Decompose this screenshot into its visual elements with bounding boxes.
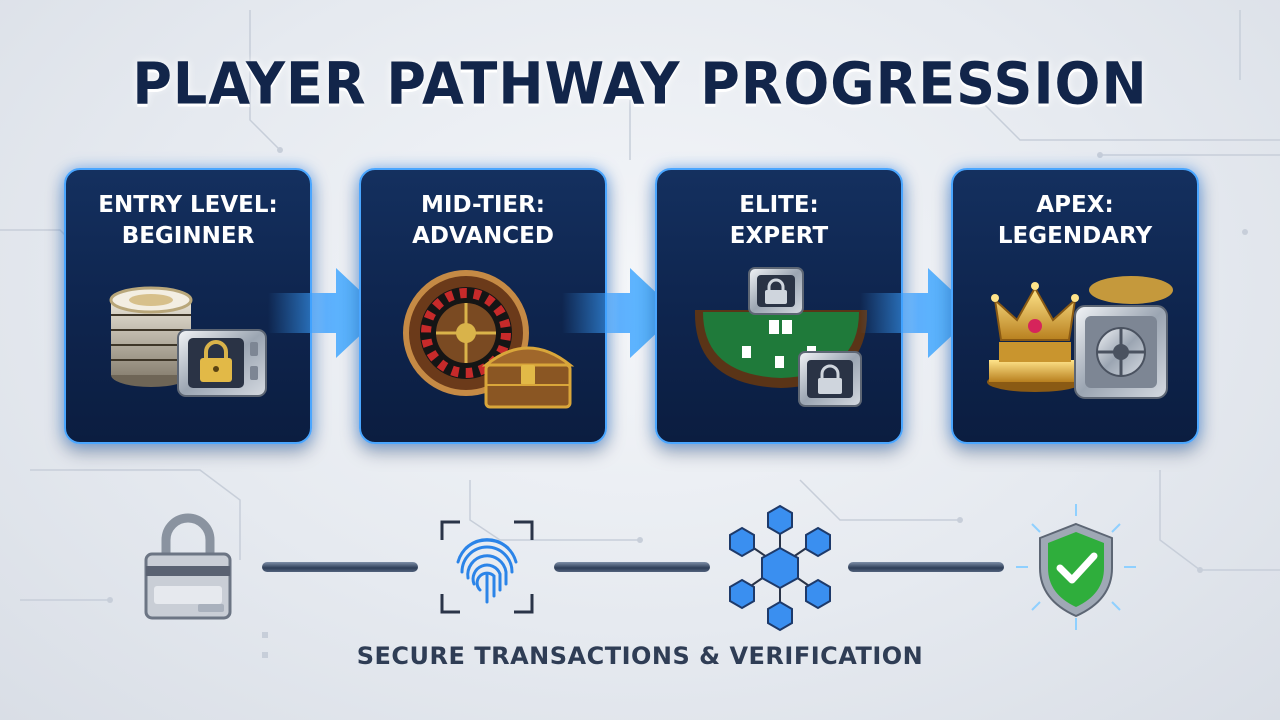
page-title: PLAYER PATHWAY PROGRESSION <box>132 49 1148 118</box>
tier-card-legendary: APEX: LEGENDARY <box>951 168 1199 444</box>
connector-line <box>554 562 710 572</box>
tier-label: APEX: LEGENDARY <box>997 192 1153 249</box>
chip-stack-with-lock-icon <box>109 286 267 397</box>
blockchain-hexagon-icon <box>729 504 831 632</box>
connector-line <box>848 562 1004 572</box>
card-table-with-safes-icon <box>694 267 868 407</box>
progression-arrow-icon <box>860 268 976 358</box>
padlock-card-icon <box>144 513 232 620</box>
tier-label: MID-TIER: ADVANCED <box>412 192 554 249</box>
fingerprint-icon <box>440 520 534 614</box>
progression-arrow-icon <box>268 268 384 358</box>
shield-check-icon <box>1016 504 1136 630</box>
security-caption: SECURE TRANSACTIONS & VERIFICATION <box>356 642 924 670</box>
tier-label: ENTRY LEVEL: BEGINNER <box>98 192 278 249</box>
roulette-with-chest-icon <box>403 270 575 409</box>
progression-arrow-icon <box>562 268 678 358</box>
tier-card-advanced: MID-TIER: ADVANCED <box>359 168 607 444</box>
tier-label: ELITE: EXPERT <box>729 192 829 249</box>
crown-with-vault-icon <box>987 276 1173 399</box>
connector-line <box>262 562 418 572</box>
